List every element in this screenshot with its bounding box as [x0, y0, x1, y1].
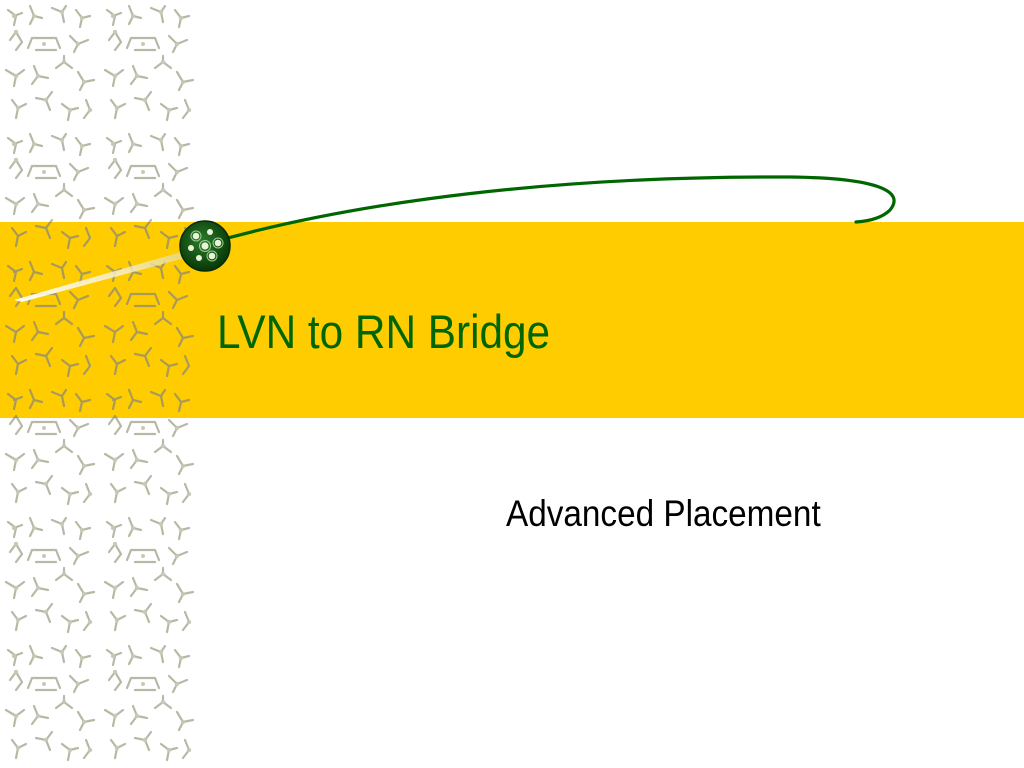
band-molecule-pattern [0, 222, 198, 418]
slide-title: LVN to RN Bridge [217, 305, 551, 358]
band-pattern-icon [0, 222, 198, 418]
slide-subtitle: Advanced Placement [506, 493, 821, 534]
